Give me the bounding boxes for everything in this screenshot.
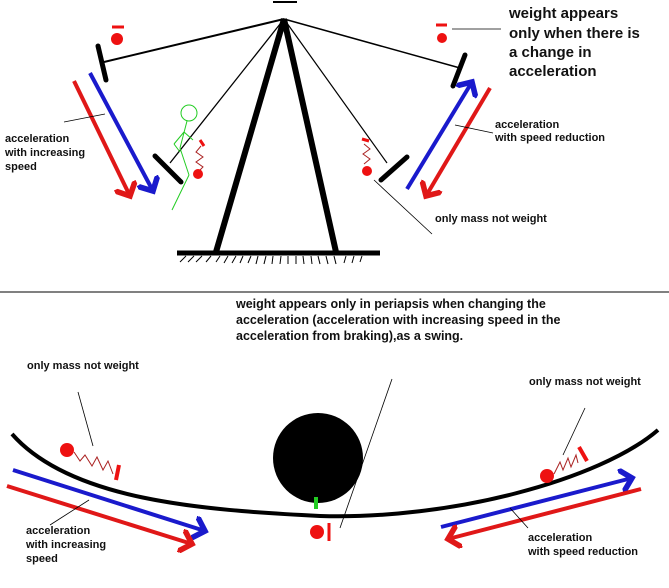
left-acceleration-label: acceleration with increasing speed [4, 133, 88, 173]
orbit-path [10, 428, 660, 519]
seat-top-left [95, 43, 109, 83]
red-arrow-down-left [72, 80, 130, 196]
swing-panel: weight appears only when there is a chan… [4, 1, 644, 265]
mass-not-weight-note: only mass not weight [435, 213, 547, 225]
right-mass-not-weight-note: only mass not weight [529, 376, 641, 388]
mass-spring-left [60, 443, 121, 481]
swing-a-frame [177, 18, 380, 265]
seat-bottom-left [152, 153, 184, 185]
orbit-arrows-right [440, 478, 642, 539]
orbit-left-acceleration-label: acceleration with increasing speed [25, 525, 109, 565]
stick-figure [171, 104, 198, 211]
mass-periapsis [310, 523, 331, 541]
left-mass-not-weight-note: only mass not weight [27, 360, 139, 372]
seat-bottom-right [378, 154, 410, 183]
leader-lines-bottom [49, 378, 586, 529]
red-arrow-down-right [426, 86, 492, 196]
mass-spring-bottom-left [193, 139, 206, 179]
right-acceleration-label: acceleration with speed reduction [494, 119, 605, 144]
swing-seats [95, 43, 468, 185]
red-arrow-right [448, 487, 642, 539]
orbit-panel: weight appears only in periapsis when ch… [6, 297, 660, 565]
blue-arrow-up-right [405, 82, 472, 191]
periapsis-note: weight appears only in periapsis when ch… [235, 297, 564, 343]
arrows-right [405, 82, 492, 196]
ground-hatching [179, 255, 363, 265]
arrows-left [72, 72, 153, 196]
leader-lines-top [63, 28, 501, 235]
planet [273, 413, 363, 503]
blue-arrow-down-left [88, 72, 153, 191]
mass-top-left [111, 25, 124, 45]
mass-top-right [436, 23, 447, 43]
seat-top-right [450, 52, 468, 89]
orbit-right-acceleration-label: acceleration with speed reduction [527, 532, 638, 558]
orbit-arrows-left [6, 468, 205, 544]
blue-arrow-right [440, 478, 632, 529]
red-arrow-left [6, 484, 192, 544]
weight-change-note: weight appears only when there is a chan… [508, 5, 644, 80]
swing-masses [111, 23, 447, 179]
blue-arrow-left [12, 468, 205, 531]
mass-spring-right [540, 446, 589, 483]
mass-spring-bottom-right [361, 137, 372, 176]
swing-ropes [103, 18, 461, 164]
